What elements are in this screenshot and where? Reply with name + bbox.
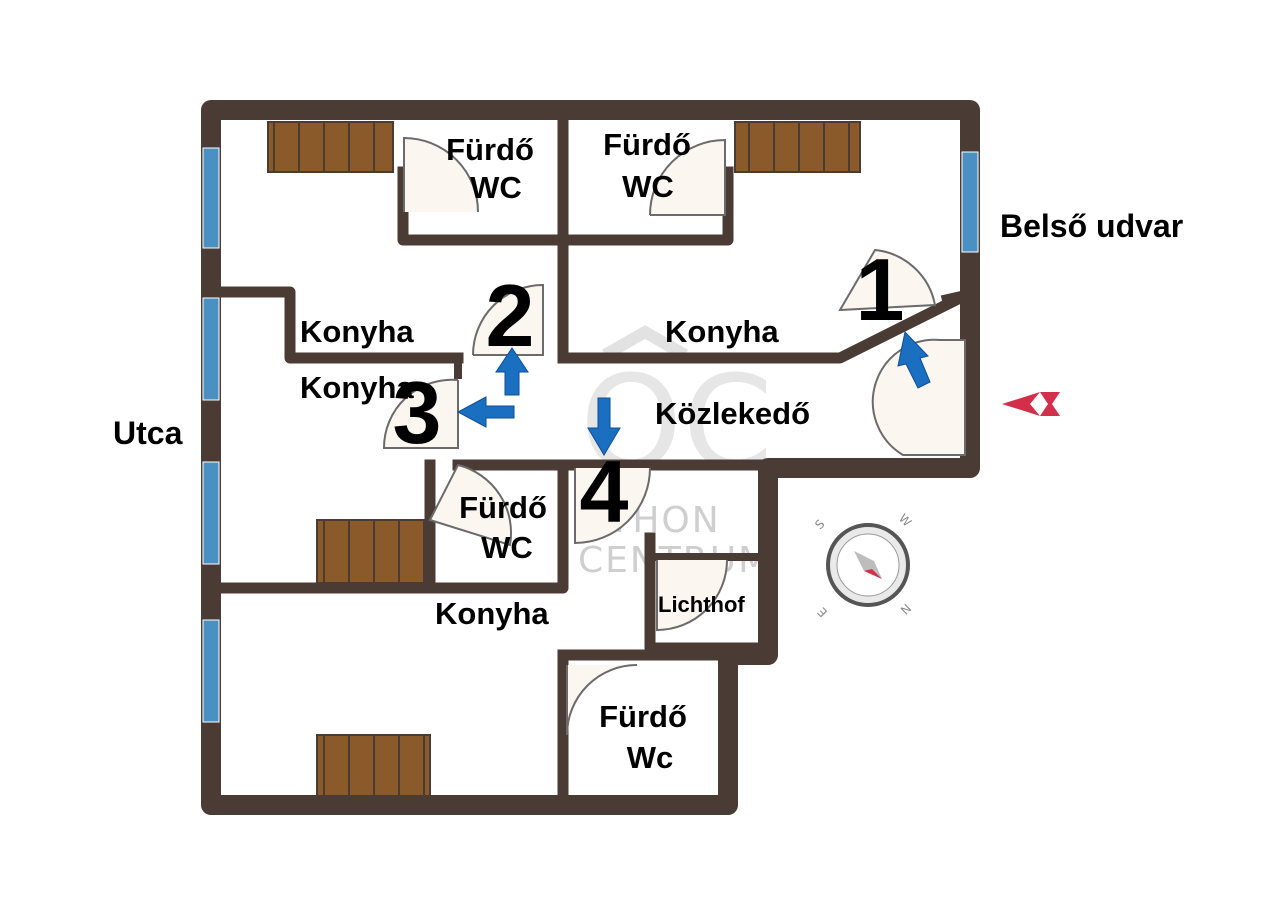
- doors: [382, 136, 966, 736]
- compass-icon: S W N E: [812, 511, 914, 620]
- label-bath-wc-3b: WC: [481, 530, 533, 565]
- arrow-diagonal-icon: [897, 330, 931, 389]
- compass-e: E: [815, 605, 830, 620]
- label-kitchen-1: Konyha: [300, 314, 414, 349]
- label-corridor: Közlekedő: [655, 396, 810, 431]
- unit-number-4: 4: [580, 442, 629, 541]
- label-lichthof: Lichthof: [658, 592, 745, 617]
- unit-numbers: 1 2 3 4: [393, 240, 905, 541]
- arrow-left-icon: [456, 396, 515, 428]
- unit-number-3: 3: [393, 363, 442, 462]
- unit-number-1: 1: [856, 240, 905, 339]
- label-bath-wc-1b: WC: [470, 170, 522, 205]
- arrow-up-icon: [495, 347, 529, 396]
- label-kitchen-2: Konyha: [665, 314, 779, 349]
- label-bath-wc-2a: Fürdő: [603, 127, 691, 162]
- label-bath-wc-4a: Fürdő: [599, 699, 687, 734]
- label-courtyard: Belső udvar: [1000, 208, 1183, 244]
- label-bath-wc-2b: WC: [622, 169, 674, 204]
- label-kitchen-3: Konyha: [300, 370, 414, 405]
- direction-arrows: [456, 330, 931, 456]
- label-bath-wc-3a: Fürdő: [459, 490, 547, 525]
- compass-s: S: [812, 517, 827, 532]
- windows: [202, 147, 979, 723]
- compass-w: W: [896, 511, 914, 529]
- arrow-down-icon: [587, 397, 621, 456]
- label-street: Utca: [113, 415, 183, 451]
- room-labels: Fürdő WC Fürdő WC Fürdő WC Fürdő Wc Kony…: [113, 127, 1183, 775]
- compass-n: N: [898, 601, 914, 617]
- label-kitchen-4: Konyha: [435, 596, 549, 631]
- label-bath-wc-1a: Fürdő: [446, 132, 534, 167]
- label-bath-wc-4b: Wc: [627, 740, 674, 775]
- entrance-arrow-icon: [1002, 392, 1060, 416]
- unit-number-2: 2: [486, 266, 535, 365]
